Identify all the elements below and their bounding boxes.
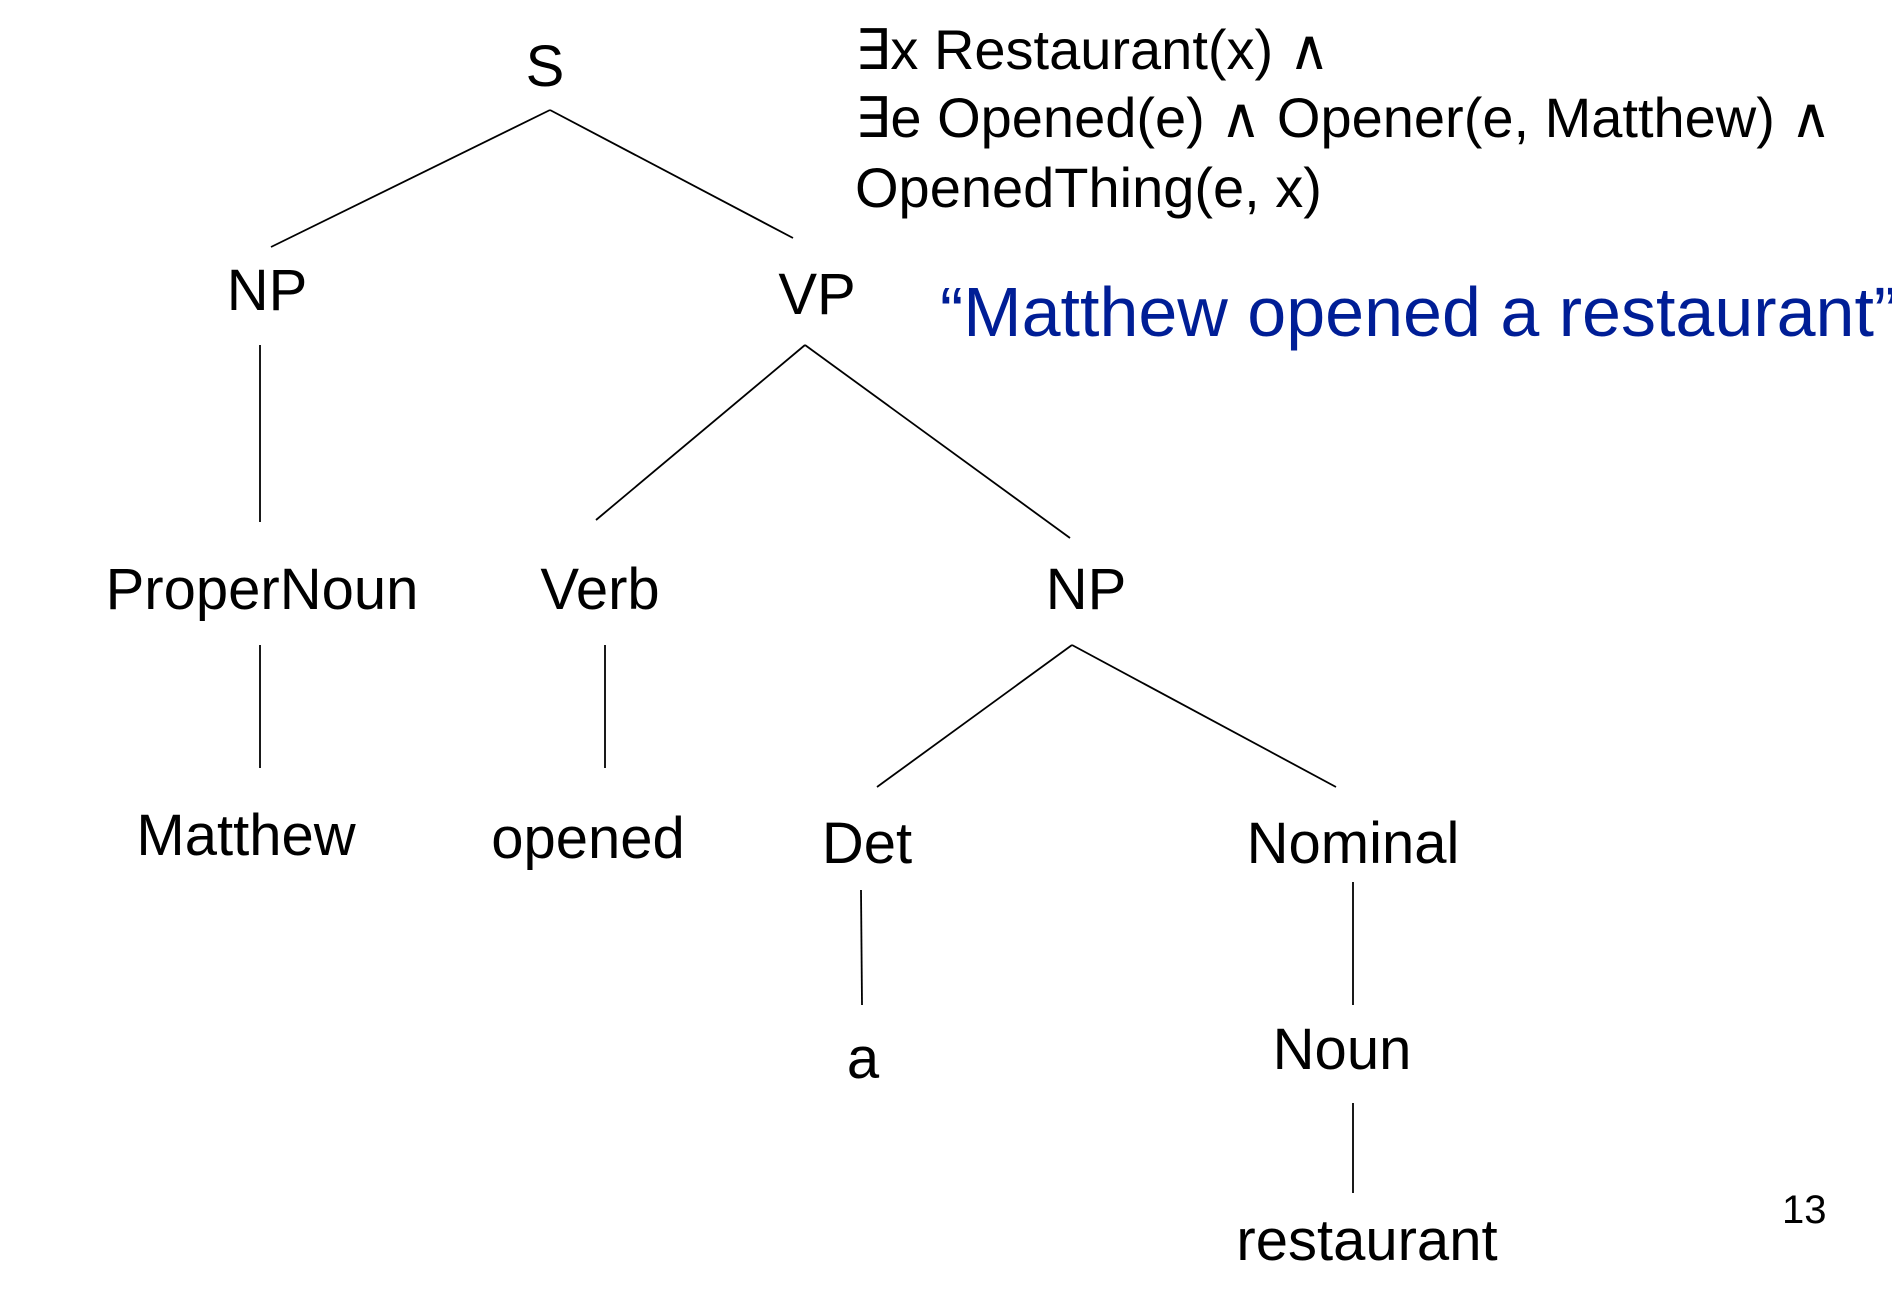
logic-formula-line-2: ∃e Opened(e) ∧ Opener(e, Matthew) ∧ [855, 86, 1832, 149]
edge-vp-verb [595, 344, 806, 521]
edge-s-np-subject [270, 109, 551, 248]
tree-node-vp: VP [778, 262, 856, 327]
edge-vp-np-object [804, 344, 1071, 539]
example-sentence: “Matthew opened a restaurant” [940, 273, 1892, 351]
tree-node-proper-noun: ProperNoun [105, 557, 419, 622]
logic-formula-line-1: ∃x Restaurant(x) ∧ [855, 18, 1330, 81]
tree-node-noun: Noun [1272, 1017, 1412, 1082]
edge-det-a [860, 889, 863, 1006]
tree-node-verb: Verb [540, 557, 660, 622]
tree-word-opened: opened [491, 806, 685, 871]
tree-node-det: Det [821, 811, 913, 876]
logic-formula-line-3: OpenedThing(e, x) [855, 156, 1322, 219]
tree-node-np-object: NP [1045, 557, 1127, 622]
tree-word-matthew: Matthew [136, 803, 356, 868]
edge-s-vp [549, 109, 794, 239]
tree-word-restaurant: restaurant [1236, 1208, 1498, 1273]
tree-node-np-subject: NP [226, 258, 308, 323]
tree-node-nominal: Nominal [1246, 811, 1460, 876]
edge-np-object-nominal [1071, 644, 1337, 788]
tree-node-s: S [525, 34, 565, 99]
page-number: 13 [1782, 1188, 1827, 1232]
edge-np-object-det [876, 644, 1073, 788]
tree-word-a: a [846, 1026, 880, 1091]
